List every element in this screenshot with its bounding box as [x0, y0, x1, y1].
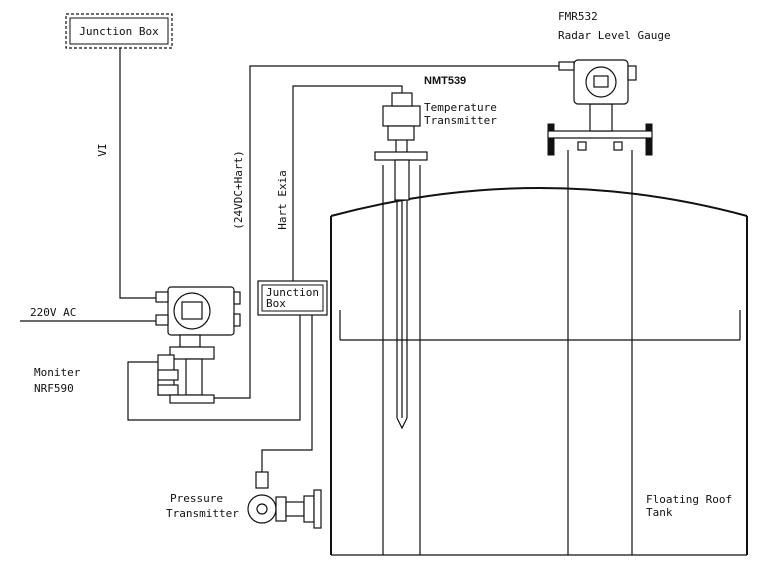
- temp-model-label: NMT539: [424, 75, 466, 87]
- radar-level-gauge: [547, 59, 653, 156]
- pressure-label-2: Transmitter: [166, 507, 239, 520]
- temp-label-1: Temperature: [424, 101, 497, 114]
- radar-label-2: Radar Level Gauge: [558, 29, 671, 42]
- pressure-transmitter: [247, 471, 322, 529]
- junction-box-top: Junction Box: [65, 13, 173, 49]
- loop-24vdc-label: (24VDC+Hart): [232, 150, 245, 229]
- monitor-label-2: NRF590: [34, 382, 74, 395]
- junction-box-top-label: Junction Box: [79, 25, 159, 38]
- radar-model-label: FMR532: [558, 10, 598, 23]
- junction-box-mid: Junction Box: [257, 280, 328, 316]
- junction-box-mid-label-1: Junction: [266, 286, 319, 299]
- temp-label-2: Transmitter: [424, 114, 497, 127]
- floating-roof-tank: [330, 150, 748, 556]
- tank-label-2: Tank: [646, 506, 673, 519]
- hart-exia-label: Hart Exia: [276, 170, 289, 230]
- monitor-label-1: Moniter: [34, 366, 81, 379]
- tank-label-1: Floating Roof: [646, 493, 732, 506]
- temperature-transmitter: [374, 92, 428, 430]
- vi-label: VI: [96, 143, 109, 156]
- wiring: [20, 48, 559, 472]
- pressure-label-1: Pressure: [170, 492, 223, 505]
- monitor-nrf590: [155, 286, 241, 404]
- power-220v-label: 220V AC: [30, 306, 76, 319]
- junction-box-mid-label-2: Box: [266, 297, 286, 310]
